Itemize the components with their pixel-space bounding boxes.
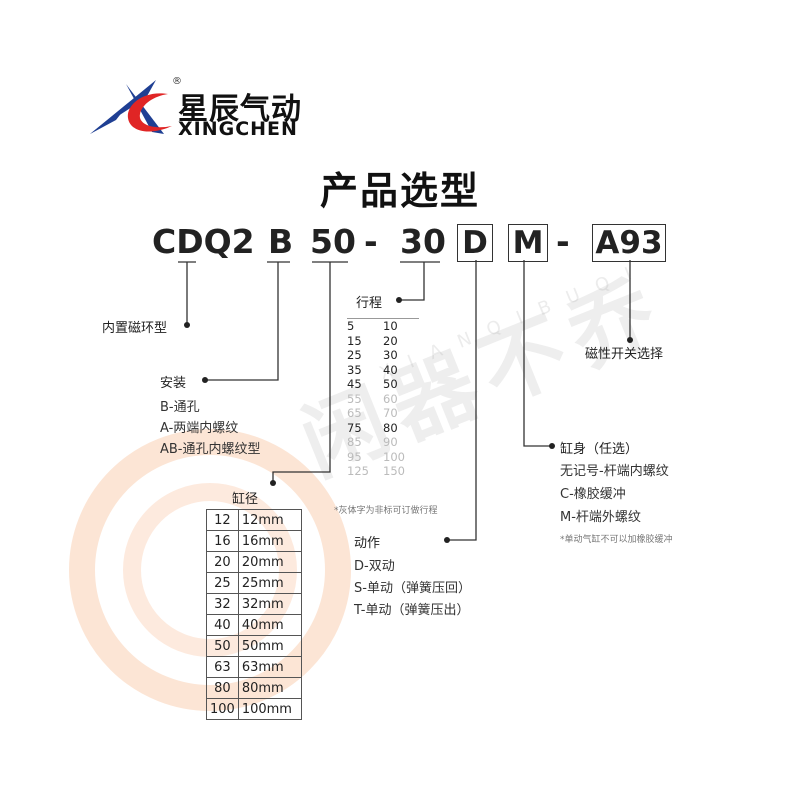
bore-code: 40 xyxy=(206,614,239,636)
install-option: AB-通孔内螺纹型 xyxy=(160,442,261,457)
body-label: 缸身（任选） xyxy=(560,442,639,457)
bore-size: 12mm xyxy=(237,509,302,531)
bore-size: 32mm xyxy=(237,593,302,615)
action-options: D-双动 S-单动（弹簧压回） T-单动（弹簧压出） xyxy=(354,556,471,622)
brand-name-en: XINGCHEN xyxy=(178,118,298,140)
code-dash-2: - xyxy=(556,222,570,261)
bore-code: 63 xyxy=(206,656,239,678)
bore-size: 20mm xyxy=(237,551,302,573)
bore-code: 100 xyxy=(206,698,239,720)
body-options: 无记号-杆端内螺纹 C-橡胶缓冲 M-杆端外螺纹 xyxy=(560,460,669,529)
action-dot xyxy=(444,537,450,543)
bore-size: 25mm xyxy=(237,572,302,594)
action-label: 动作 xyxy=(354,536,381,551)
code-series: CDQ2 xyxy=(152,222,255,261)
bore-label: 缸径 xyxy=(232,492,259,507)
install-option: B-通孔 xyxy=(160,400,200,415)
code-dash-1: - xyxy=(364,222,378,261)
bore-code: 16 xyxy=(206,530,239,552)
action-option: T-单动（弹簧压出） xyxy=(354,603,470,618)
code-switch-box: A93 xyxy=(592,224,666,262)
bore-size: 50mm xyxy=(237,635,302,657)
bore-size: 100mm xyxy=(237,698,302,720)
switch-dot xyxy=(627,337,633,343)
bore-code: 80 xyxy=(206,677,239,699)
code-stroke: 30 xyxy=(400,222,446,261)
bore-code: 32 xyxy=(206,593,239,615)
switch-label: 磁性开关选择 xyxy=(585,347,664,362)
body-note: *单动气缸不可以加橡胶缓冲 xyxy=(560,535,673,545)
bore-code: 20 xyxy=(206,551,239,573)
bore-size: 16mm xyxy=(237,530,302,552)
stroke-dot xyxy=(396,297,402,303)
code-action-box: D xyxy=(457,224,493,262)
bore-size: 40mm xyxy=(237,614,302,636)
magnet-dot xyxy=(184,322,190,328)
code-mount: B xyxy=(268,222,294,261)
install-label: 安装 xyxy=(160,376,187,391)
bore-code: 12 xyxy=(206,509,239,531)
stroke-label: 行程 xyxy=(356,296,383,311)
bore-code: 25 xyxy=(206,572,239,594)
install-dot xyxy=(202,377,208,383)
body-dot xyxy=(549,443,555,449)
bore-size: 63mm xyxy=(237,656,302,678)
xingchen-logo-icon xyxy=(90,80,172,134)
registered-mark: ® xyxy=(172,76,182,87)
page-title: 产品选型 xyxy=(319,169,480,213)
stroke-note: *灰体字为非标可订做行程 xyxy=(334,506,438,516)
body-option: M-杆端外螺纹 xyxy=(560,510,641,525)
action-option: S-单动（弹簧压回） xyxy=(354,581,471,596)
body-option: C-橡胶缓冲 xyxy=(560,487,626,502)
code-bore: 50 xyxy=(310,222,356,261)
brand-name-cn: 星辰气动 xyxy=(178,92,302,127)
install-option: A-两端内螺纹 xyxy=(160,421,239,436)
bore-dot xyxy=(270,480,276,486)
code-body-box: M xyxy=(508,224,548,262)
bore-size: 80mm xyxy=(237,677,302,699)
magnet-label: 内置磁环型 xyxy=(102,321,168,336)
install-options: B-通孔 A-两端内螺纹 AB-通孔内螺纹型 xyxy=(160,397,261,460)
action-option: D-双动 xyxy=(354,559,395,574)
bore-code: 50 xyxy=(206,635,239,657)
body-option: 无记号-杆端内螺纹 xyxy=(560,464,669,479)
